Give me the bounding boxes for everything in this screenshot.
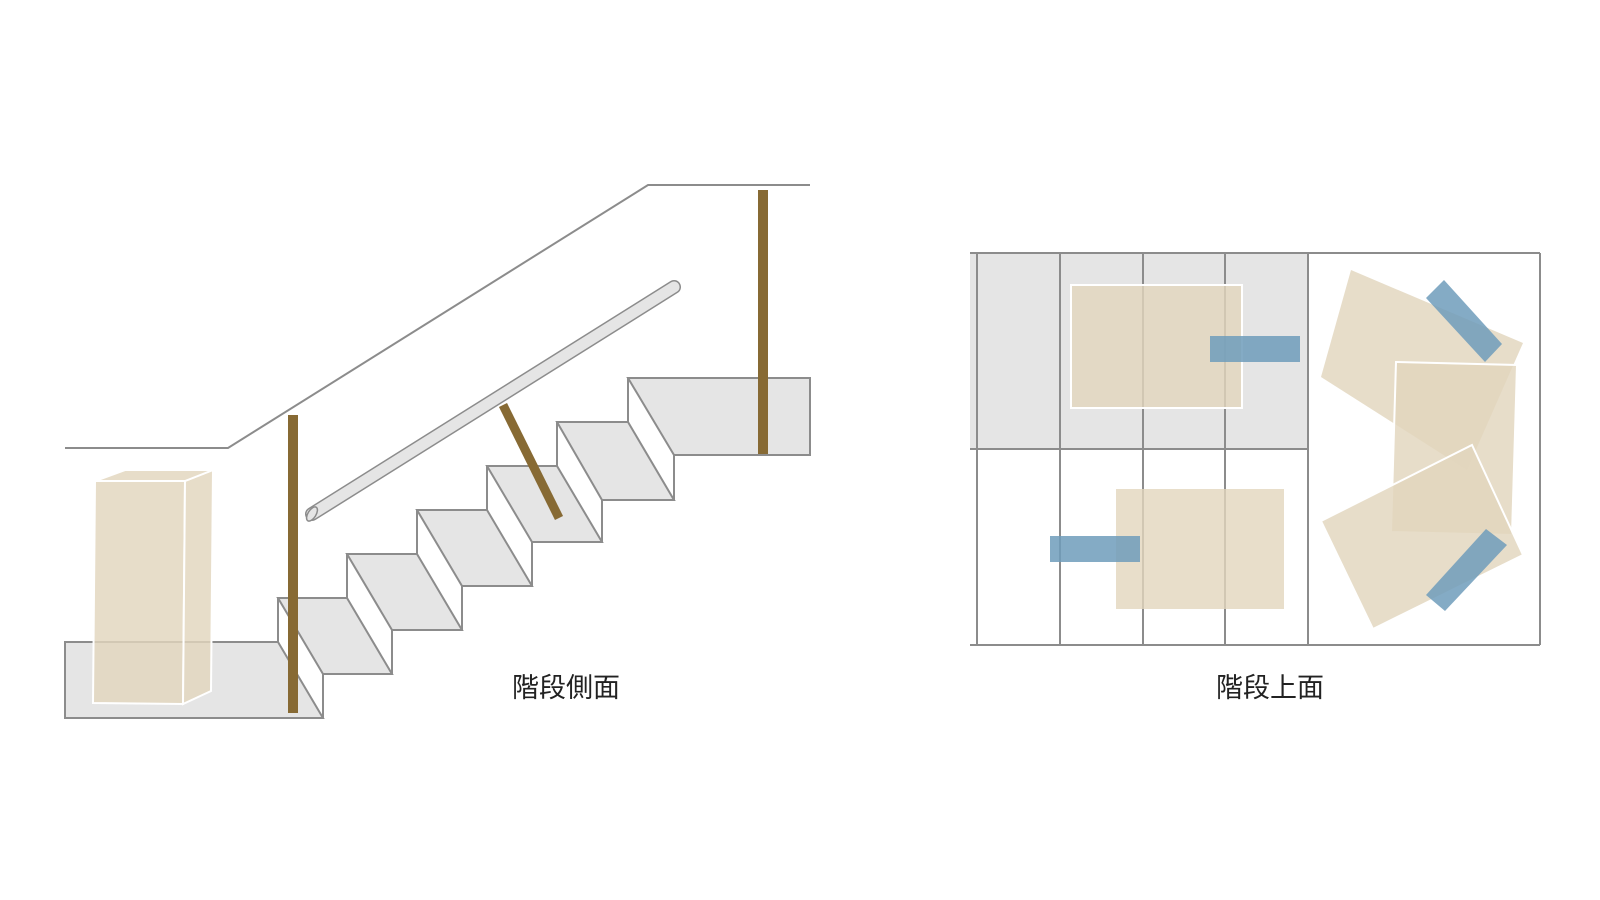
marker-icon [1426,280,1502,362]
stair-step [485,465,604,543]
stair-risers [277,378,675,718]
stair-steps [276,421,676,675]
marker-icon [1050,536,1140,562]
stair-top-view: 階段上面 [970,252,1541,704]
stair-side-view: 階段側面 [64,184,811,719]
box-icon [1116,489,1284,609]
marker-icon [1210,336,1300,362]
post-icon [288,415,298,713]
post-icon [758,190,768,454]
post-icon [498,403,564,520]
stair-step [345,553,464,631]
box-icon [91,468,215,706]
handrail-icon [305,280,681,522]
box-icon [1319,443,1525,631]
upper-landing-slab [626,377,811,456]
top-view-caption: 階段上面 [1216,673,1324,704]
wall-outline [65,184,810,449]
side-view-caption: 階段側面 [512,673,620,704]
marker-icon [1426,529,1507,611]
stair-step [555,421,676,501]
stair-step [415,509,534,587]
